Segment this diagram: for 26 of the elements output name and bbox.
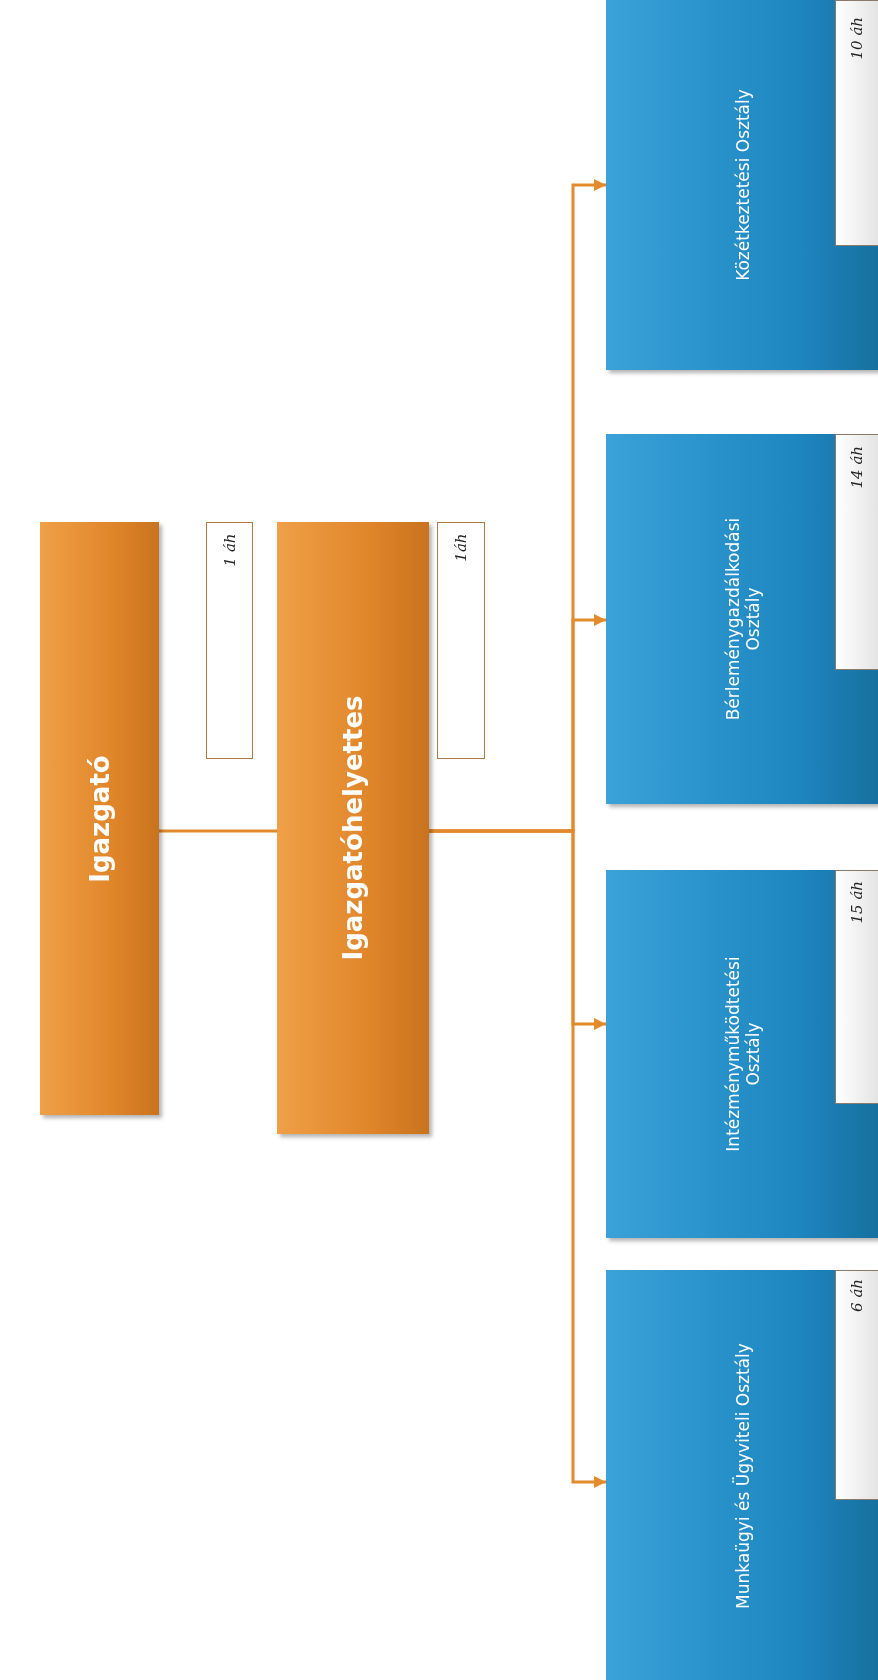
headcount-tab (835, 1270, 878, 1500)
headcount-label: 1áh (452, 533, 470, 564)
department-box (606, 0, 878, 370)
position-box (277, 522, 429, 1134)
headcount-label: 6 áh (848, 1279, 866, 1314)
headcount-tab (835, 0, 878, 246)
box-title: Közétkeztetési Osztály (732, 88, 753, 283)
department-box (606, 434, 878, 804)
box-title: Igazgató (84, 753, 115, 885)
headcount-box (437, 522, 485, 759)
box-title: Intézményműködtetési Osztály (722, 955, 763, 1154)
headcount-box (206, 522, 253, 759)
connector-line (159, 829, 277, 833)
box-title: Igazgatóhelyettes (338, 694, 368, 963)
arrow (429, 179, 606, 833)
headcount-label: 14 áh (848, 446, 866, 491)
headcount-label: 1 áh (220, 533, 239, 568)
headcount-label: 15 áh (848, 881, 866, 926)
department-box (606, 1270, 878, 1680)
department-box (606, 870, 878, 1238)
headcount-label: 10 áh (848, 17, 866, 62)
position-box (40, 522, 159, 1115)
box-title: Munkaügyi és Ügyviteli Osztály (732, 1342, 753, 1611)
box-title: Bérleménygazdálkodási Osztály (722, 516, 763, 723)
headcount-tab (835, 870, 878, 1104)
headcount-tab (835, 434, 878, 670)
